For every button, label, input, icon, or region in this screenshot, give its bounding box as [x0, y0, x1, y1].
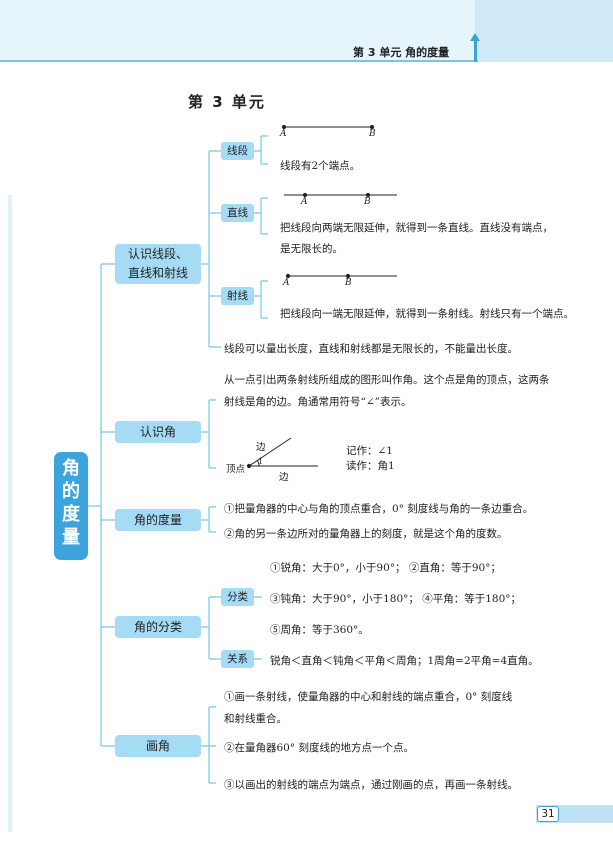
header-divider: [0, 60, 478, 62]
angle-vertex: 顶点: [226, 464, 246, 475]
ray-point-b: B: [345, 278, 352, 288]
topic-lines-line1: 认识线段、: [127, 247, 188, 261]
subtopic-ray: 射线: [221, 287, 254, 305]
segment-point-a: A: [280, 129, 287, 139]
subtopic-line: 直线: [221, 204, 254, 222]
angle-side-bottom: 边: [279, 472, 289, 483]
angle-def-2: 射线是角的边。角通常用符号“∠”表示。: [224, 396, 412, 408]
header-arrow-head-icon: [470, 33, 480, 41]
class-types-2: ③钝角：大于90°，小于180°； ④平角：等于180°；: [270, 593, 522, 605]
measure-step-2: ②角的另一条边所对的量角器上的刻度，就是这个角的度数。: [224, 528, 508, 540]
angle-side-top: 边: [256, 442, 266, 453]
topic-lines-line2: 直线和射线: [127, 266, 188, 280]
unit-title: 第 3 单元: [188, 93, 266, 111]
line-desc-1: 把线段向两端无限延伸，就得到一条直线。直线没有端点，: [280, 222, 553, 234]
subtopic-relation: 关系: [221, 650, 254, 668]
angle-def-1: 从一点引出两条射线所组成的图形叫作角。这个点是角的顶点，这两条: [224, 374, 550, 386]
lines-summary: 线段可以量出长度，直线和射线都是无限长的，不能量出长度。: [224, 343, 518, 355]
ray-desc: 把线段向一端无限延伸，就得到一条射线。射线只有一个端点。: [280, 308, 574, 320]
angle-notation-read: 读作：角1: [346, 460, 395, 472]
topic-classify: 角的分类: [115, 616, 201, 638]
line-point-a: A: [301, 197, 308, 207]
measure-step-1: ①把量角器的中心与角的顶点重合，0° 刻度线与角的一条边重合。: [224, 503, 534, 515]
subtopic-types: 分类: [221, 588, 254, 606]
side-bar: [8, 195, 12, 832]
line-point-b: B: [364, 197, 371, 207]
class-types-1: ①锐角：大于0°，小于90°； ②直角：等于90°；: [270, 562, 501, 574]
topic-lines: 认识线段、 直线和射线: [115, 244, 201, 284]
root-topic: 角的度量: [54, 452, 88, 560]
draw-step-1b: 和射线重合。: [224, 713, 287, 725]
segment-desc: 线段有2个端点。: [280, 160, 361, 172]
class-relation: 锐角＜直角＜钝角＜平角＜周角；1周角=2平角=4直角。: [270, 655, 539, 667]
page-number: 31: [537, 806, 559, 822]
topic-angle: 认识角: [115, 421, 201, 443]
angle-mark: 1: [258, 457, 264, 466]
class-types-3: ⑤周角：等于360°。: [270, 624, 369, 636]
draw-step-2: ②在量角器60° 刻度线的地方点一个点。: [224, 742, 414, 754]
subtopic-segment: 线段: [221, 142, 254, 160]
angle-notation-write: 记作：∠1: [346, 445, 393, 457]
ray-point-a: A: [283, 278, 290, 288]
topic-draw: 画角: [115, 735, 201, 757]
header-title: 第 3 单元 角的度量: [353, 46, 450, 59]
topic-measure: 角的度量: [115, 509, 201, 531]
header-tab: [475, 0, 613, 62]
segment-point-b: B: [369, 129, 376, 139]
draw-step-3: ③以画出的射线的端点为端点，通过刚画的点，再画一条射线。: [224, 779, 518, 791]
line-desc-2: 是无限长的。: [280, 243, 343, 255]
header-arrow-icon: [474, 38, 477, 62]
draw-step-1a: ①画一条射线，使量角器的中心和射线的端点重合，0° 刻度线: [224, 691, 513, 703]
